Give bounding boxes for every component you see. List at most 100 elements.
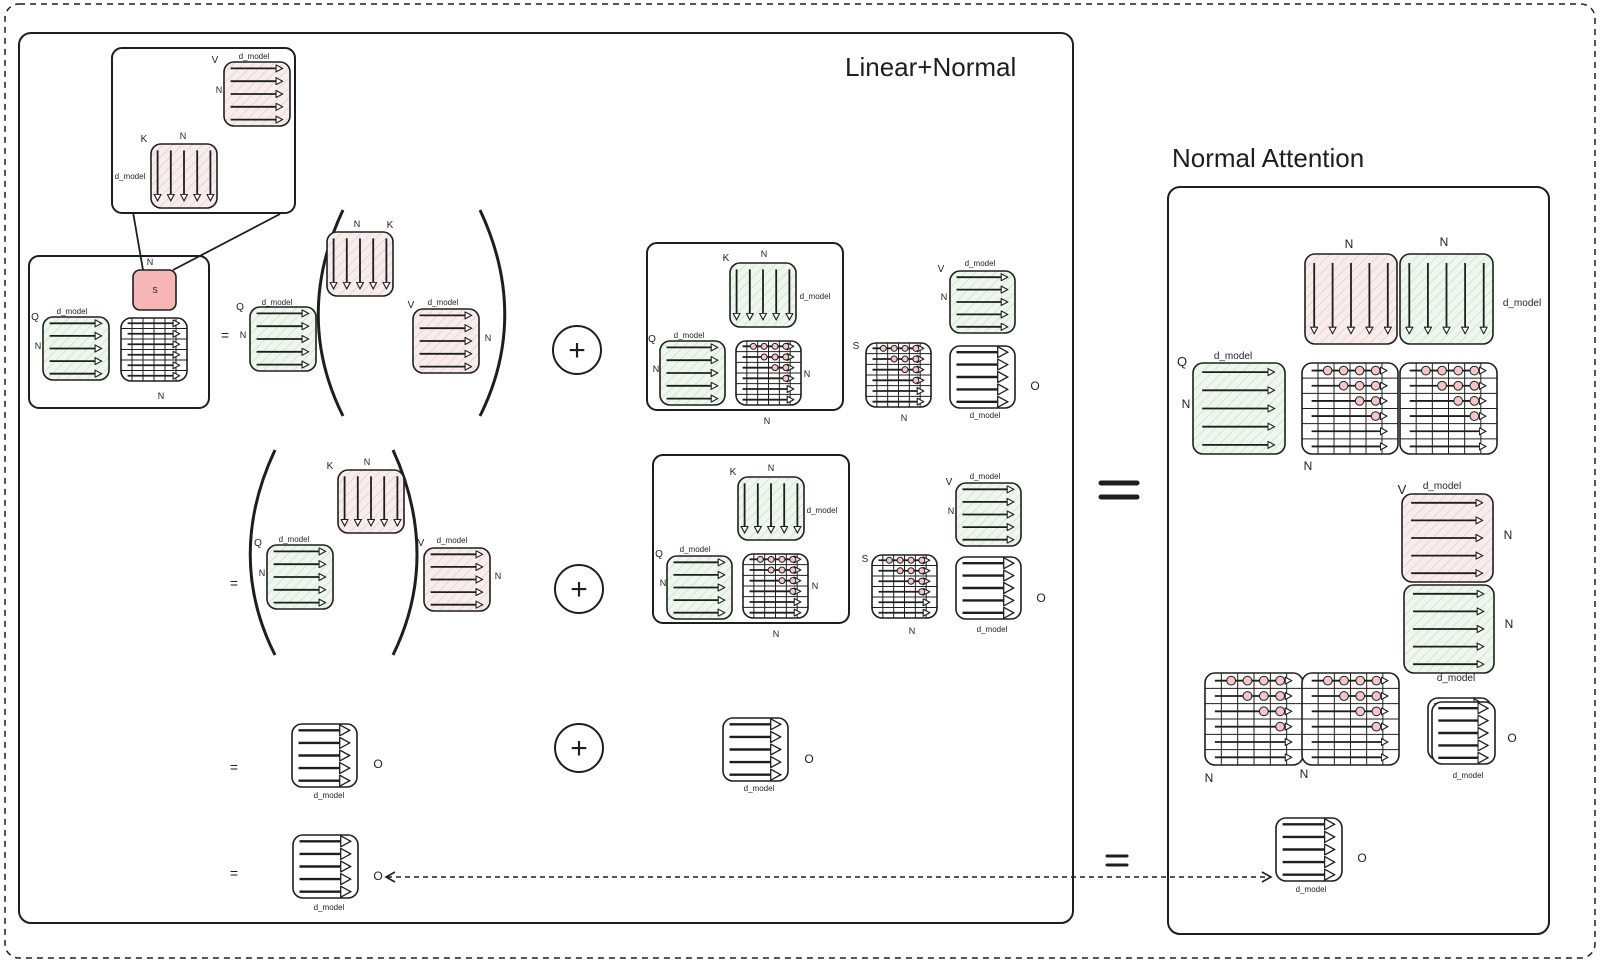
zoom-dmodel-left: d_model	[115, 172, 146, 181]
row1-mask-dmodel-q: d_model	[674, 331, 705, 340]
na-n-grid: N	[1304, 459, 1313, 473]
row1-q-matrix	[249, 306, 317, 372]
na-final-o-matrix	[1275, 817, 1343, 882]
na-q-matrix	[1192, 362, 1286, 455]
row1-s-grid	[865, 342, 932, 408]
row1-vo-label: V	[938, 264, 945, 275]
na-n-q: N	[1182, 397, 1191, 411]
zoom-line-right	[172, 213, 281, 271]
row3-o-left-dmodel: d_model	[314, 791, 345, 800]
row3-o-right-label: O	[804, 752, 813, 766]
group-dmodel-q: d_model	[57, 307, 88, 316]
na-dmodel-v2: d_model	[1437, 673, 1475, 684]
na-v-matrix-1	[1401, 493, 1494, 583]
na-n-top-2: N	[1440, 235, 1449, 249]
row2-s-label: S	[862, 554, 869, 565]
zoom-n-left: N	[216, 85, 223, 95]
na-k-matrix-1	[1304, 253, 1398, 345]
na-n-bottom-2: N	[1300, 767, 1309, 781]
row2-s-n-bottom: N	[909, 626, 916, 636]
row2-v-out-matrix	[955, 482, 1022, 547]
row2-mask-k-matrix	[737, 476, 805, 541]
na-o-dmodel: d_model	[1453, 771, 1484, 780]
plus-sign-row1: +	[568, 334, 586, 367]
row1-s-n-bottom: N	[901, 413, 908, 423]
plus-sign-row2: +	[570, 573, 588, 606]
equals-row4: =	[230, 865, 238, 881]
group-grid	[120, 317, 188, 382]
na-grid-2	[1399, 362, 1498, 455]
row2-mask-n-top: N	[768, 463, 775, 473]
row1-mask-q-matrix	[659, 340, 726, 406]
row1-o-label: O	[1030, 379, 1039, 393]
row2-mask-grid	[742, 553, 809, 619]
row1-dmodel-v: d_model	[428, 298, 459, 307]
group-q-matrix	[42, 316, 110, 381]
na-dmodel-v: d_model	[1423, 481, 1461, 492]
na-v-label: V	[1398, 482, 1407, 497]
s-tile-text: S	[152, 286, 157, 295]
row1-o-matrix	[949, 345, 1016, 409]
row2-vo-dmodel: d_model	[970, 472, 1001, 481]
row2-mask-n-bottom: N	[773, 629, 780, 639]
row4-o-matrix	[292, 834, 359, 899]
na-n-v1: N	[1504, 528, 1513, 542]
na-grid-1	[1301, 362, 1399, 455]
row1-v-matrix	[412, 308, 480, 374]
row1-s-label: S	[853, 341, 860, 352]
s-tile	[132, 269, 177, 311]
linear-normal-panel	[18, 32, 1074, 924]
na-grid-4	[1301, 672, 1400, 766]
row3-o-right-dmodel: d_model	[744, 784, 775, 793]
row1-n-right: N	[485, 333, 492, 343]
row2-n-q: N	[259, 568, 266, 578]
row2-mask-dmodel-q: d_model	[680, 545, 711, 554]
row4-o-label: O	[373, 869, 382, 883]
qs-group-box	[28, 255, 210, 409]
na-grid-3	[1204, 672, 1304, 766]
row2-masked-box	[652, 454, 850, 624]
row1-mask-n-q: N	[653, 364, 660, 374]
row1-masked-box	[646, 242, 844, 411]
row1-mask-k-label: K	[723, 253, 730, 264]
row4-o-dmodel: d_model	[314, 903, 345, 912]
group-n-bottom: N	[158, 391, 165, 401]
row3-o-left-matrix	[291, 723, 358, 788]
row2-mask-q-label: Q	[655, 549, 663, 560]
equals-row1: =	[221, 327, 229, 343]
row2-v-matrix	[423, 547, 491, 612]
zoom-v-matrix	[223, 61, 291, 127]
row2-dmodel-q: d_model	[279, 535, 310, 544]
row1-mask-n-bottom: N	[764, 416, 771, 426]
zoom-line-left	[132, 211, 144, 271]
normal-attention-panel	[1167, 186, 1550, 935]
row2-k-matrix	[337, 469, 405, 534]
row1-mask-dmodel: d_model	[800, 292, 831, 301]
linear-normal-title: Linear+Normal	[845, 52, 1017, 82]
group-q-label: Q	[31, 312, 39, 323]
row2-vo-n: N	[948, 506, 955, 516]
row1-mask-n-right: N	[804, 369, 811, 379]
row3-o-right-matrix	[722, 717, 789, 782]
normal-attention-title: Normal Attention	[1172, 143, 1365, 173]
row2-v-label: V	[418, 538, 425, 549]
na-final-o-dmodel: d_model	[1296, 885, 1327, 894]
zoom-dmodel-top: d_model	[239, 52, 270, 61]
row2-mask-q-matrix	[666, 555, 733, 620]
row2-s-grid	[871, 554, 938, 619]
plus-sign-row3: +	[570, 732, 588, 765]
row2-o-dmodel: d_model	[977, 625, 1008, 634]
row2-o-matrix	[955, 556, 1022, 620]
row2-vo-label: V	[946, 477, 953, 488]
row2-mask-k-label: K	[730, 467, 737, 478]
row1-q-label: Q	[236, 302, 244, 313]
s-tile-n: N	[147, 257, 154, 267]
row1-mask-k-matrix	[729, 262, 797, 328]
row1-o-dmodel: d_model	[970, 411, 1001, 420]
na-o-matrix-2	[1431, 701, 1496, 765]
na-dmodel-q: d_model	[1214, 351, 1252, 362]
row2-o-label: O	[1036, 591, 1045, 605]
row1-mask-grid	[735, 340, 802, 406]
na-n-bottom-1: N	[1205, 771, 1214, 785]
